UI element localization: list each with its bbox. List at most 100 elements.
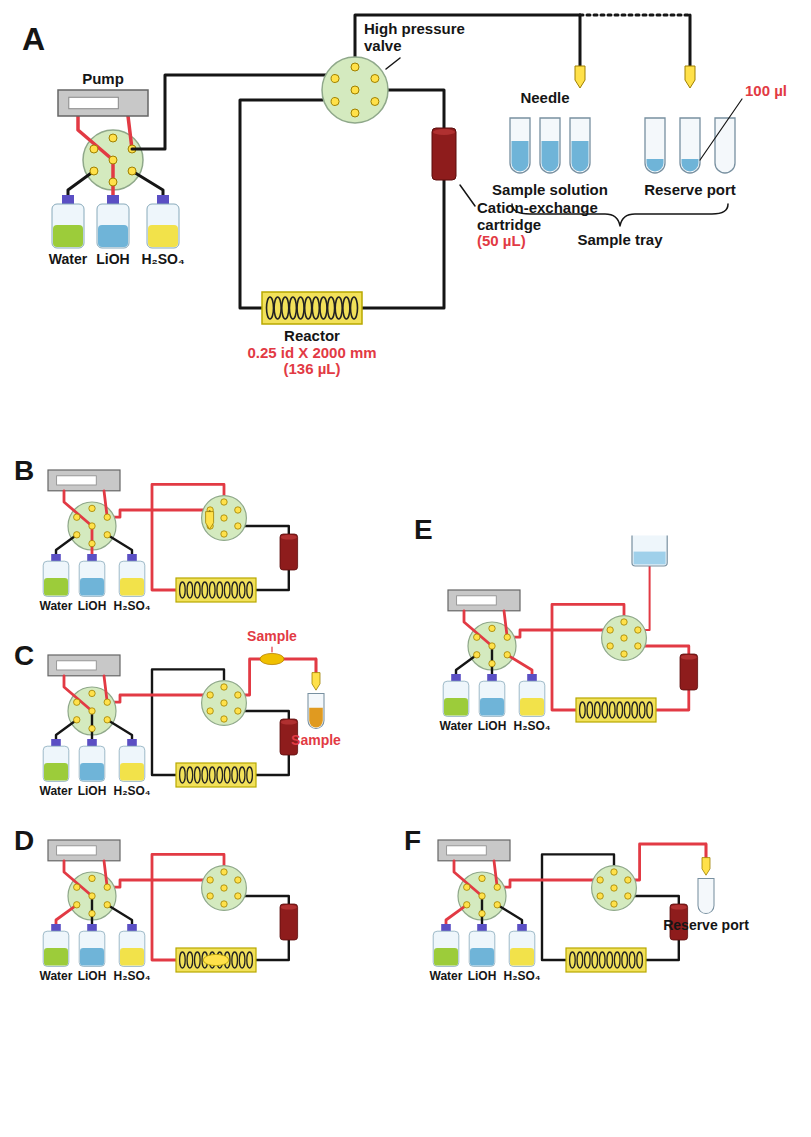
coil-winding: [232, 952, 238, 968]
vial-liquid: [682, 159, 699, 172]
valve-port: [479, 893, 485, 899]
valve-port: [371, 98, 379, 106]
coil-winding: [282, 297, 289, 319]
pump-body: [48, 470, 120, 491]
tube: [638, 558, 650, 630]
valve-port: [207, 893, 213, 899]
tube: [68, 171, 94, 195]
coil-winding: [639, 702, 645, 718]
bottle-body: [443, 681, 469, 716]
panel-letter: C: [14, 641, 34, 672]
valve-port: [74, 532, 80, 538]
coil-winding: [209, 767, 215, 783]
panel-letter: F: [404, 826, 421, 857]
valve-port: [235, 893, 241, 899]
valve-port: [621, 635, 627, 641]
panel-f: [433, 840, 714, 972]
tube: [238, 711, 289, 719]
bottle-body: [52, 204, 84, 248]
coil-winding: [187, 582, 193, 598]
coil-winding: [195, 582, 201, 598]
valve-port: [371, 75, 379, 83]
coil-winding: [232, 582, 238, 598]
reactor-box: [176, 763, 256, 787]
valve-port: [128, 167, 136, 175]
needle: [575, 66, 585, 88]
valve-body: [458, 872, 506, 920]
coil-winding: [335, 297, 342, 319]
cartridge-top: [433, 129, 455, 135]
tube: [628, 896, 679, 904]
valve-port: [90, 167, 98, 175]
reagent-label: LiOH: [78, 970, 107, 983]
bottle-liquid: [80, 763, 104, 781]
coil-winding: [580, 702, 586, 718]
valve-port: [207, 877, 213, 883]
tube: [107, 720, 132, 739]
bottle-cap: [157, 195, 169, 204]
vial-liquid: [647, 159, 664, 172]
bottle-cap: [62, 195, 74, 204]
coil-winding: [232, 767, 238, 783]
bottle-liquid: [44, 578, 68, 596]
coil-winding: [585, 952, 591, 968]
valve-port: [489, 643, 495, 649]
bottle-cap: [107, 195, 119, 204]
tube: [460, 185, 475, 206]
reagent-label: H₂SO₄: [113, 600, 150, 613]
tube: [78, 116, 132, 160]
node-text: Cation-exchange cartridge: [477, 200, 627, 233]
tube: [446, 905, 467, 924]
pump-piston: [457, 596, 497, 605]
vial: [570, 118, 590, 173]
tube: [256, 755, 289, 775]
coil-winding: [289, 297, 296, 319]
valve-port: [621, 651, 627, 657]
coil-winding: [599, 952, 605, 968]
cartridge-body: [432, 128, 456, 180]
vial-liquid: [542, 141, 559, 171]
bottle-body: [43, 746, 69, 781]
tube: [107, 535, 132, 554]
tube: [507, 630, 610, 637]
coil-winding: [239, 582, 245, 598]
valve-port: [611, 885, 617, 891]
pump-body: [48, 840, 120, 861]
valve-port: [221, 499, 227, 505]
reagent-label: LiOH: [478, 720, 507, 733]
vial-liquid: [512, 141, 529, 172]
coil-winding: [587, 702, 593, 718]
tube: [646, 940, 679, 960]
node-label: Pump: [82, 71, 124, 88]
coil-winding: [202, 582, 208, 598]
coil-winding: [614, 952, 620, 968]
coil-winding: [187, 952, 193, 968]
reactor-box: [176, 948, 256, 972]
tube: [580, 14, 690, 17]
tube: [132, 75, 326, 149]
coil-winding: [247, 767, 253, 783]
cartridge-body: [280, 904, 298, 940]
valve-port: [104, 532, 110, 538]
valve-port: [489, 625, 495, 631]
part-label: Reserve port: [663, 918, 749, 933]
node-label: High pressure valve: [364, 21, 476, 54]
tube: [689, 15, 692, 66]
valve-body: [83, 130, 143, 190]
coil-winding: [312, 297, 319, 319]
node-shape: [58, 90, 148, 116]
valve-port: [89, 523, 95, 529]
tube: [56, 720, 77, 739]
tube: [107, 905, 132, 924]
beaker: [632, 536, 667, 566]
reactor-box: [176, 578, 256, 602]
valve-port: [607, 627, 613, 633]
coil-winding: [195, 767, 201, 783]
bottle-body: [479, 681, 505, 716]
bottle-liquid: [510, 948, 534, 966]
cartridge-top: [681, 655, 697, 660]
panel-letter: B: [14, 456, 34, 487]
bottle-cap: [87, 924, 97, 931]
valve-port: [207, 692, 213, 698]
valve-port: [489, 660, 495, 666]
